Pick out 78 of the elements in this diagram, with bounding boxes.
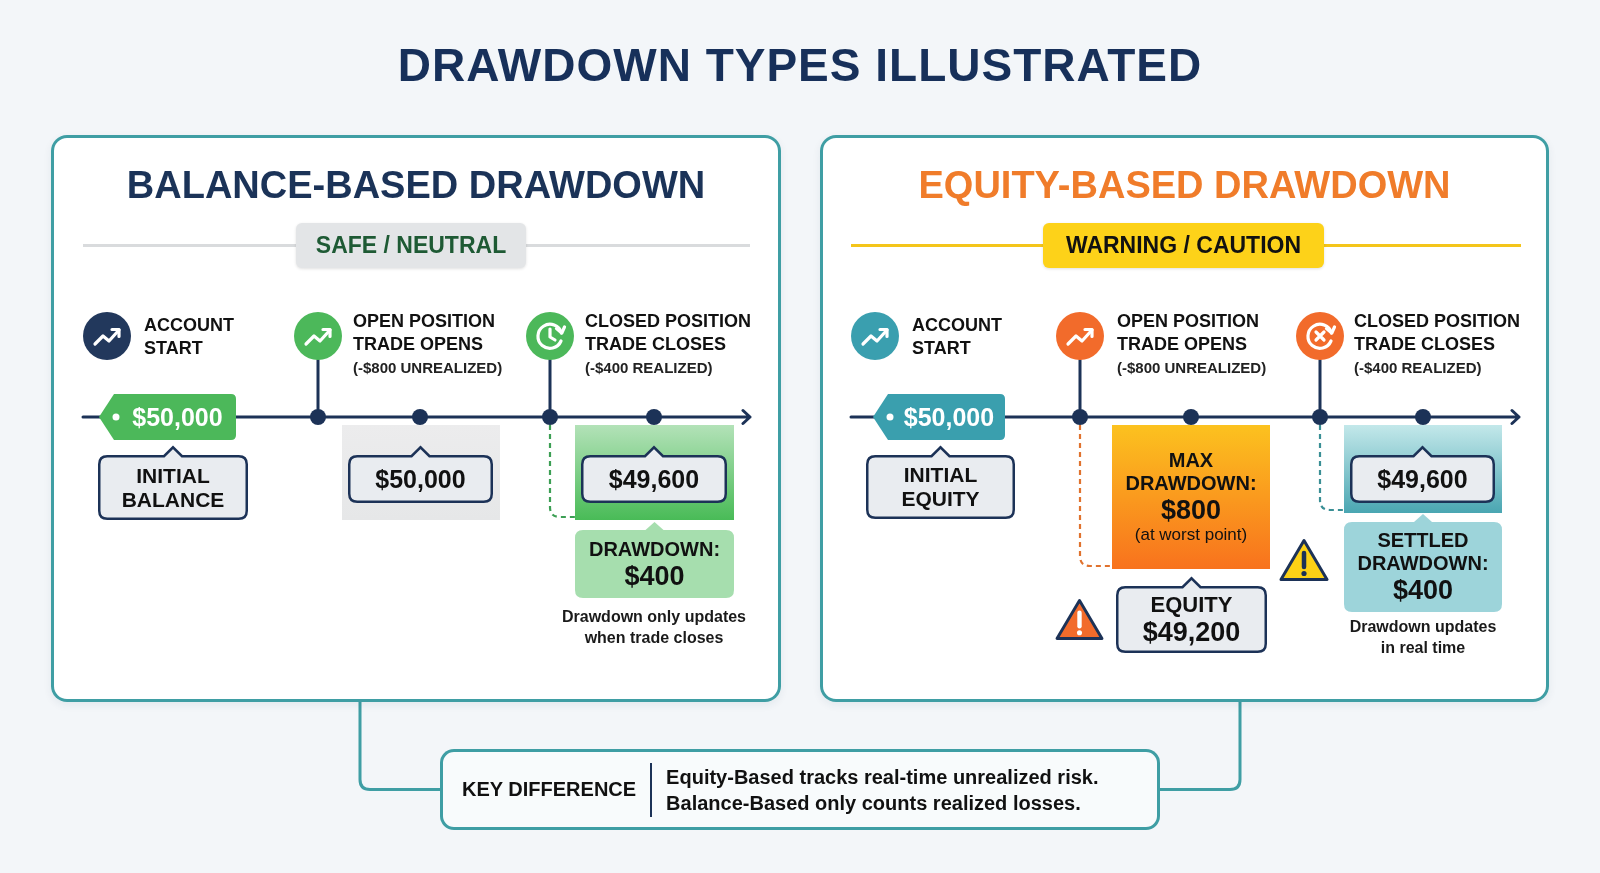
trend-up-icon (851, 312, 899, 360)
leader-line (1318, 358, 1322, 411)
callout-text: $49,600 (608, 465, 700, 493)
comparison-panel (51, 135, 781, 702)
milestone-note: (-$400 REALIZED) (1354, 358, 1482, 377)
callout-text: EQUITY (1150, 592, 1233, 617)
timeline-dot (310, 409, 326, 425)
callout-text: $49,600 (1377, 465, 1468, 493)
card-heading: DRAWDOWN: (588, 537, 721, 561)
milestone-label: CLOSED POSITION TRADE CLOSES (585, 310, 753, 356)
milestone-note: (-$400 REALIZED) (585, 358, 713, 377)
milestone-note: (-$800 UNREALIZED) (1117, 358, 1267, 377)
highlight-band (342, 425, 500, 520)
status-pill (1043, 223, 1324, 268)
trend-up-icon (83, 312, 131, 360)
callout-text: $49,200 (1142, 617, 1241, 647)
callout-bubble (348, 446, 493, 503)
card-amount: $400 (1392, 575, 1454, 605)
status-text: WARNING / CAUTION (1065, 232, 1302, 259)
timeline-dot (1072, 409, 1088, 425)
milestone-label: ACCOUNT START (144, 314, 235, 360)
summary-panel (440, 749, 1160, 830)
panel-title: BALANCE-BASED DRAWDOWN (126, 163, 706, 208)
callout-bubble (1116, 577, 1267, 653)
status-pill (296, 223, 526, 268)
status-text: SAFE / NEUTRAL (315, 232, 507, 259)
timeline-dot (542, 409, 558, 425)
leader-line (1078, 358, 1082, 411)
dashed-connector (1318, 425, 1344, 512)
drawdown-card (1112, 425, 1270, 569)
x-circle-icon (1296, 312, 1344, 360)
callout-bubble (98, 446, 248, 520)
price-tag (873, 394, 1005, 440)
page-title: DRAWDOWN TYPES ILLUSTRATED (397, 38, 1203, 92)
summary-text: Equity-Based tracks real-time unrealized risk. (666, 764, 1099, 790)
caption-text: Drawdown updates in real time (1348, 617, 1498, 658)
callout-text: INITIAL BALANCE (120, 463, 226, 512)
callout-text: $50,000 (375, 465, 466, 493)
comparison-panel (820, 135, 1549, 702)
milestone-label: CLOSED POSITION TRADE CLOSES (1354, 310, 1522, 356)
callout-bubble (866, 446, 1015, 519)
panel-title: EQUITY-BASED DRAWDOWN (918, 163, 1451, 208)
timeline-dot (1183, 409, 1199, 425)
price-tag (99, 394, 236, 440)
leader-line (548, 358, 552, 411)
leader-line (316, 358, 320, 411)
summary-heading: KEY DIFFERENCE (462, 778, 637, 801)
amount-text: $50,000 (903, 402, 995, 432)
card-heading: MAX DRAWDOWN: (1124, 449, 1258, 495)
drawdown-card (1344, 514, 1502, 612)
milestone-label: ACCOUNT START (912, 314, 1003, 360)
dashed-connector (1078, 425, 1112, 568)
timeline-dot (1415, 409, 1431, 425)
clock-refresh-icon (526, 312, 574, 360)
card-amount: $400 (624, 560, 685, 591)
highlight-band (1344, 425, 1502, 513)
trend-up-icon (1056, 312, 1104, 360)
callout-bubble (581, 446, 727, 503)
dashed-connector (548, 425, 575, 519)
amount-text: $50,000 (132, 402, 223, 432)
highlight-band (575, 425, 734, 520)
timeline-dot (646, 409, 662, 425)
card-amount: $800 (1160, 495, 1222, 525)
drawdown-card (575, 522, 734, 598)
caption-text: Drawdown only updates when trade closes (561, 607, 747, 648)
connector-line (1158, 700, 1242, 791)
milestone-label: OPEN POSITION TRADE OPENS (353, 310, 497, 356)
connector-line (358, 700, 442, 791)
summary-text: Balance-Based only counts realized losses. (666, 790, 1081, 816)
card-note: (at worst point) (1134, 525, 1248, 545)
trend-up-icon (294, 312, 342, 360)
milestone-label: OPEN POSITION TRADE OPENS (1117, 310, 1261, 356)
timeline-dot (1312, 409, 1328, 425)
callout-bubble (1350, 446, 1495, 503)
callout-text: INITIAL EQUITY (900, 463, 981, 511)
milestone-note: (-$800 UNREALIZED) (353, 358, 503, 377)
card-heading: SETTLED DRAWDOWN: (1356, 529, 1490, 575)
timeline-dot (412, 409, 428, 425)
